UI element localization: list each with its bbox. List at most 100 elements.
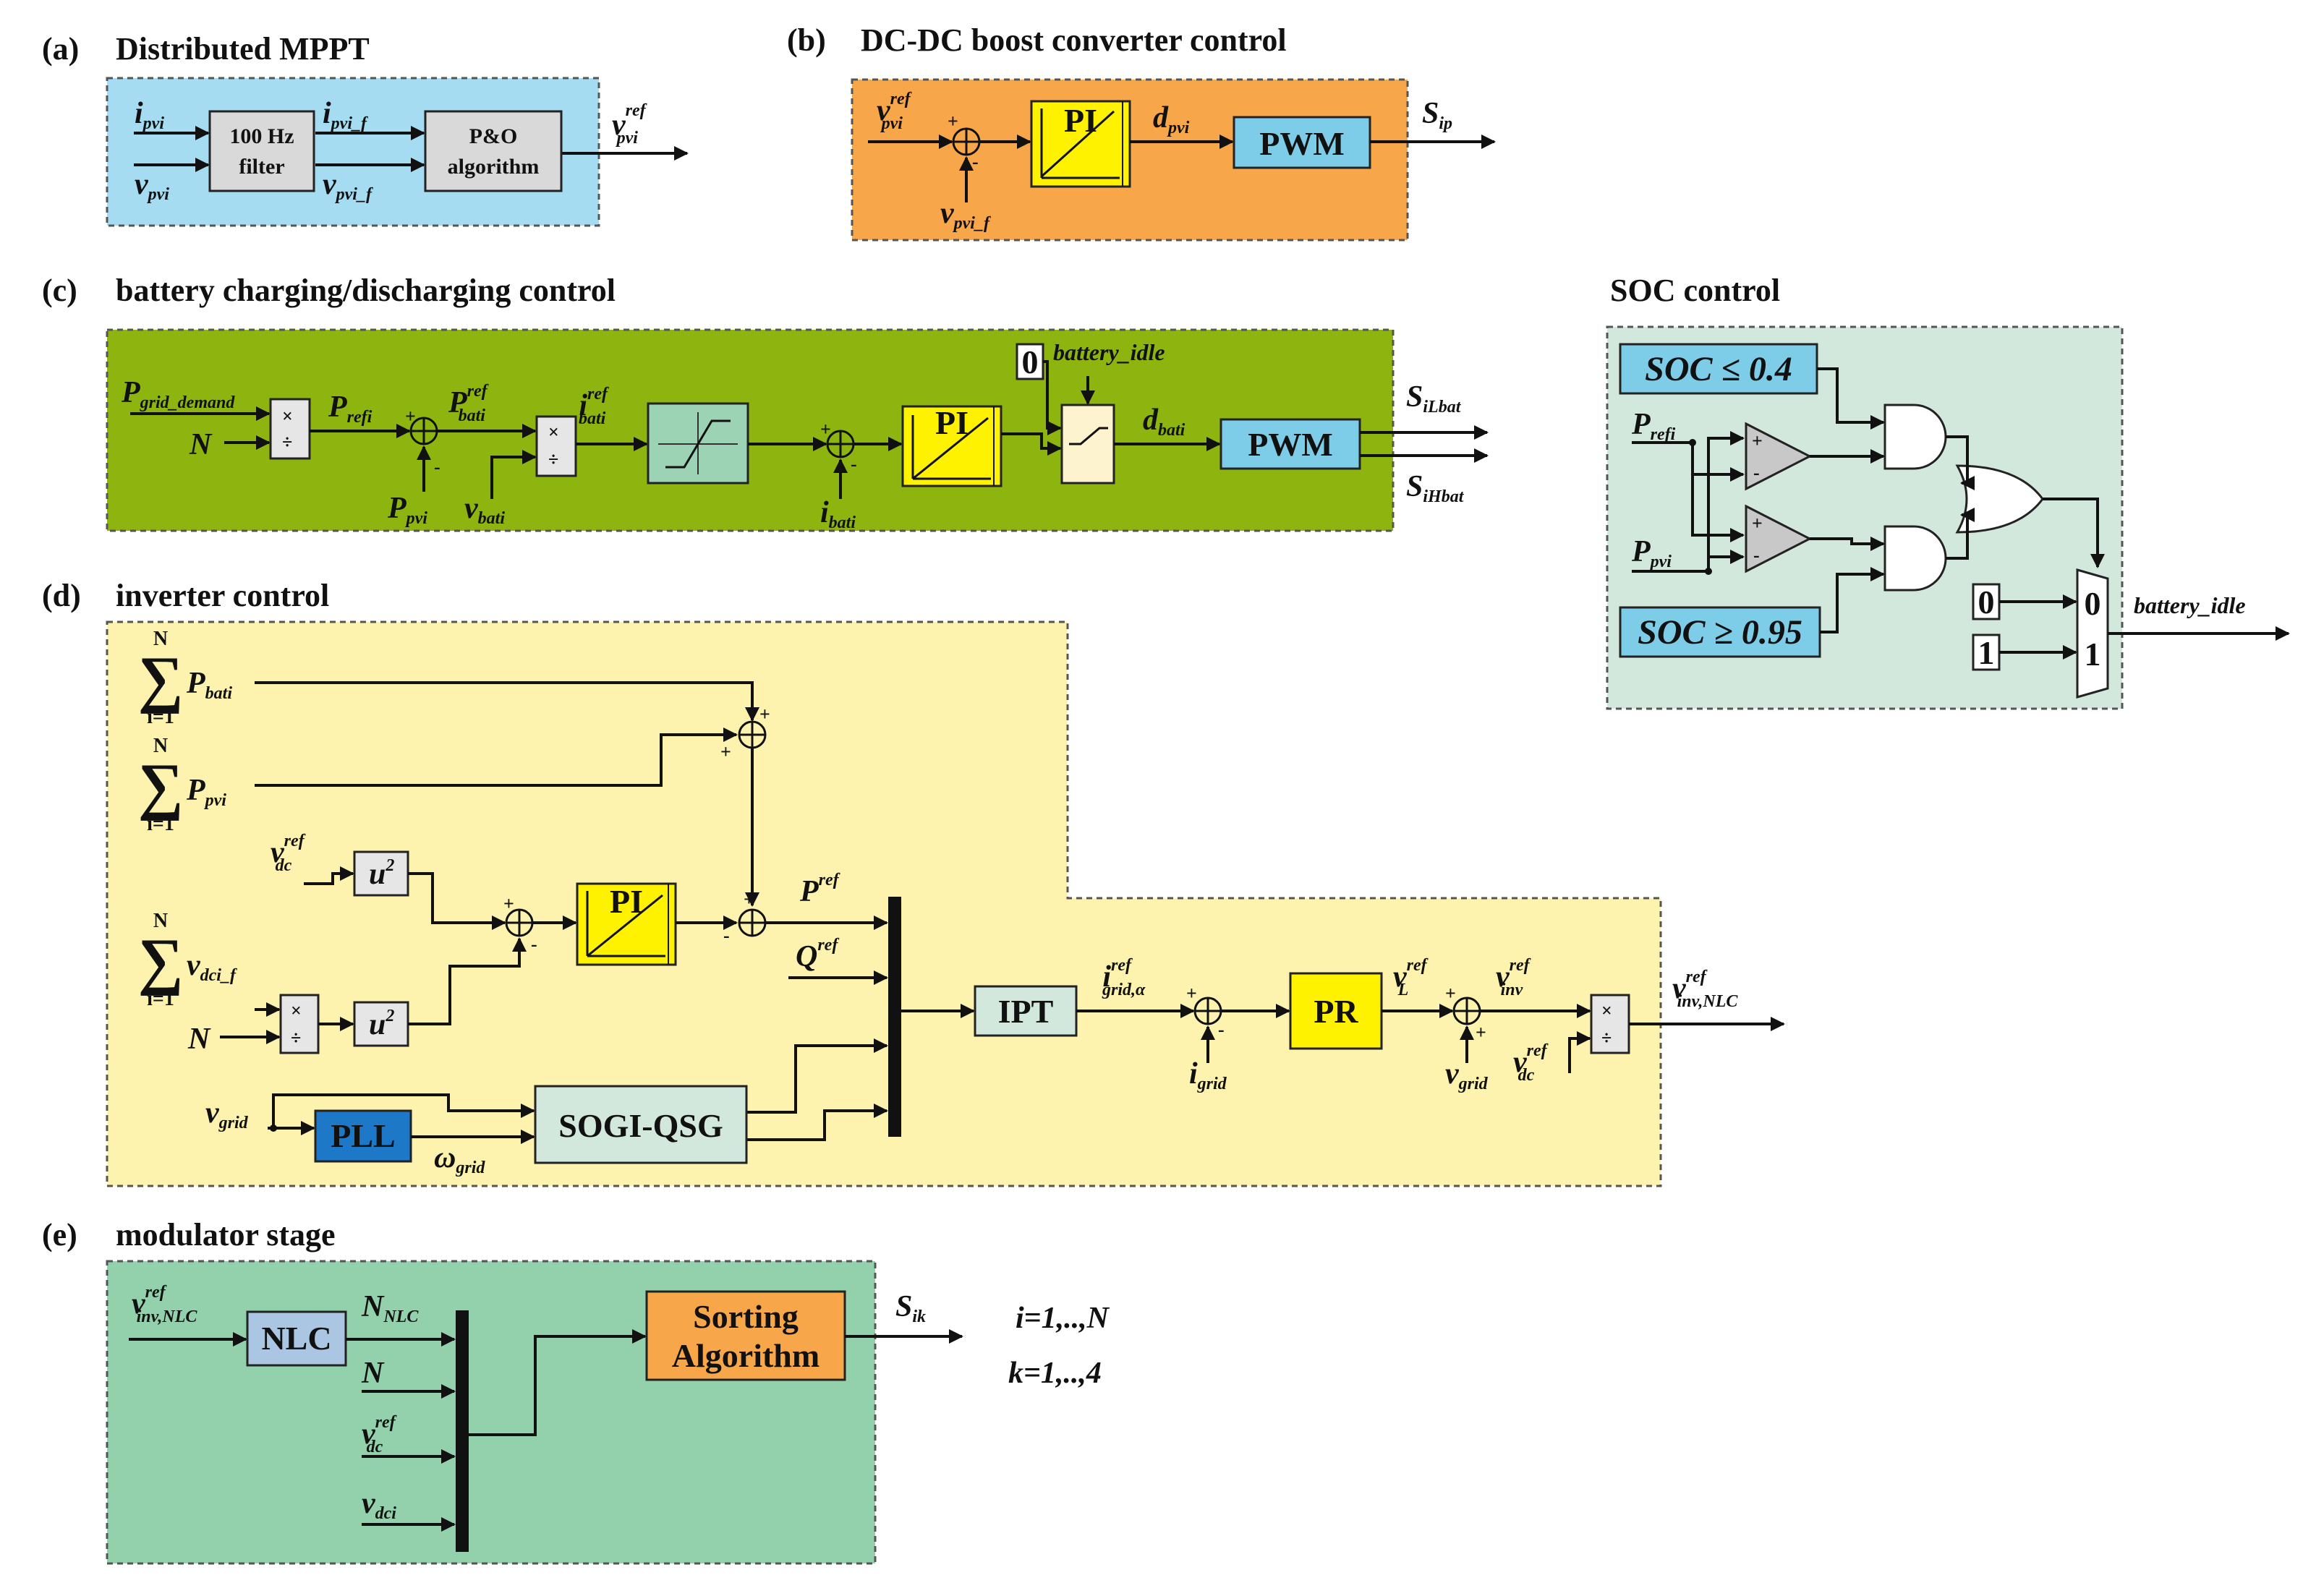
panel-a-title: Distributed MPPT	[116, 31, 370, 67]
wire-u2-sum	[408, 872, 506, 930]
wire-or-mux	[2043, 498, 2105, 568]
comparator-1	[1745, 422, 1813, 491]
label-igrid: igrid	[1189, 1057, 1227, 1093]
sum1-sigma: ∑	[138, 644, 184, 714]
wire-ppvi-soc-a	[1632, 431, 1745, 573]
sogi-label: SOGI-QSG	[558, 1107, 723, 1144]
label-i-pvi: ipvi	[135, 97, 164, 133]
po-label-2: algorithm	[448, 155, 540, 179]
zero-constant-c	[1016, 343, 1044, 380]
panel-e-title: modulator stage	[116, 1217, 336, 1253]
wire-vdcref-u2	[304, 866, 354, 885]
ipt-block	[974, 985, 1078, 1037]
wire-and1-or	[1946, 435, 1975, 490]
wire-sochigh-and	[1820, 567, 1885, 633]
panel-c-title: battery charging/discharging control	[116, 273, 616, 308]
and-gate-2	[1883, 525, 1947, 592]
pr-label: PR	[1314, 993, 1358, 1030]
label-battery-idle-c: battery_idle	[1053, 339, 1165, 365]
pi-ramp-b	[1040, 110, 1115, 178]
sorting-label-1: Sorting	[693, 1298, 799, 1335]
note-k-range: k=1,..,4	[1008, 1357, 1102, 1390]
divider-block-c1	[269, 398, 311, 460]
label-ppvi-soc: Ppvi	[1631, 535, 1672, 571]
label-ibati-c: ibati	[820, 496, 856, 532]
label-n-c: N	[189, 428, 213, 461]
or-gate	[1955, 464, 2044, 534]
wire-u2b-sum	[408, 937, 527, 1025]
wire-pbati-sum	[255, 681, 759, 722]
sum1-lower: i=1	[147, 706, 174, 728]
panel-a-distributed-mppt: (a) Distributed MPPT 100 Hz filter P&O a…	[42, 31, 689, 227]
mux-bus-e	[456, 1310, 469, 1552]
label-ppvi-c: Ppvi	[387, 492, 427, 528]
sign-minus-b: -	[972, 151, 979, 172]
pll-label: PLL	[331, 1117, 395, 1154]
panel-d-title: inverter control	[116, 578, 329, 613]
note-i-range: i=1,..,N	[1016, 1302, 1110, 1335]
wire-and2-or	[1946, 508, 1975, 560]
label-v-pvi-f: vpvi_f	[323, 168, 373, 204]
hz-filter-block	[208, 110, 315, 192]
label-vdcif: vdci_f	[187, 949, 237, 985]
sum3-sigma: ∑	[138, 926, 184, 997]
sogi-qsg-block	[534, 1085, 748, 1164]
pi-ramp-c	[912, 417, 989, 480]
divider-mul-c1: ×	[282, 406, 293, 427]
wire-prefi-soc-b	[1691, 443, 1745, 542]
label-vgrid: vgrid	[205, 1096, 249, 1132]
wire-ppvi-sum	[255, 727, 738, 787]
soc-high-label: SOC ≥ 0.95	[1638, 613, 1802, 652]
panel-b-boost-control: (b) DC-DC boost converter control PI PWM…	[787, 22, 1496, 242]
divider-mul-d2: ×	[1601, 1000, 1612, 1021]
label-battery-idle-soc: battery_idle	[2134, 592, 2246, 618]
switch-glyph-c	[1069, 427, 1108, 445]
mux-zero-label: 0	[2085, 585, 2101, 622]
pll-block	[314, 1109, 412, 1163]
soc-low-label: SOC ≤ 0.4	[1645, 350, 1792, 388]
wire-pi-c-out	[1001, 432, 1062, 456]
label-qref: Qref	[796, 936, 839, 973]
sum3-upper: N	[153, 910, 168, 932]
square-label-2: u2	[369, 1007, 394, 1041]
sign-plus-b: +	[948, 111, 958, 132]
label-i-pvi-f: ipvi_f	[323, 97, 368, 133]
panel-a-tag: (a)	[42, 31, 79, 67]
label-n-d: N	[187, 1023, 211, 1056]
panel-e-tag: (e)	[42, 1217, 77, 1253]
sign-plus-c1: +	[405, 406, 416, 427]
zero-label-c: 0	[1022, 343, 1039, 380]
sign-plus-d1b: +	[720, 741, 731, 762]
label-omega: ωgrid	[434, 1141, 485, 1177]
cmp2-plus: +	[1752, 513, 1763, 534]
sign-minus-c1: -	[434, 456, 440, 477]
sign-plus-d3: +	[744, 889, 754, 910]
cmp1-minus: -	[1753, 462, 1760, 483]
wire-bus-sort	[469, 1329, 647, 1436]
zero-label-soc: 0	[1978, 584, 1995, 620]
mux-block	[2076, 568, 2109, 699]
square-block-2	[353, 1001, 409, 1047]
panel-b-tag: (b)	[787, 22, 826, 58]
label-n-e: N	[361, 1357, 385, 1390]
mux-one-label: 1	[2085, 636, 2101, 673]
label-v-pvi: vpvi	[135, 168, 169, 204]
panel-c-battery-control: (c) battery charging/discharging control…	[42, 273, 1489, 532]
pwm-block-b	[1233, 116, 1371, 169]
sign-plus-d5b: +	[1476, 1022, 1486, 1043]
sign-plus-d2: +	[503, 893, 514, 914]
po-label-1: P&O	[469, 124, 518, 148]
wire-vdc-div	[1568, 1031, 1591, 1073]
sorting-label-2: Algorithm	[672, 1337, 820, 1374]
sum2-lower: i=1	[147, 813, 174, 835]
wire-vbati	[490, 450, 537, 499]
nlc-block	[246, 1310, 347, 1367]
label-sihbat: SiHbat	[1406, 470, 1465, 506]
